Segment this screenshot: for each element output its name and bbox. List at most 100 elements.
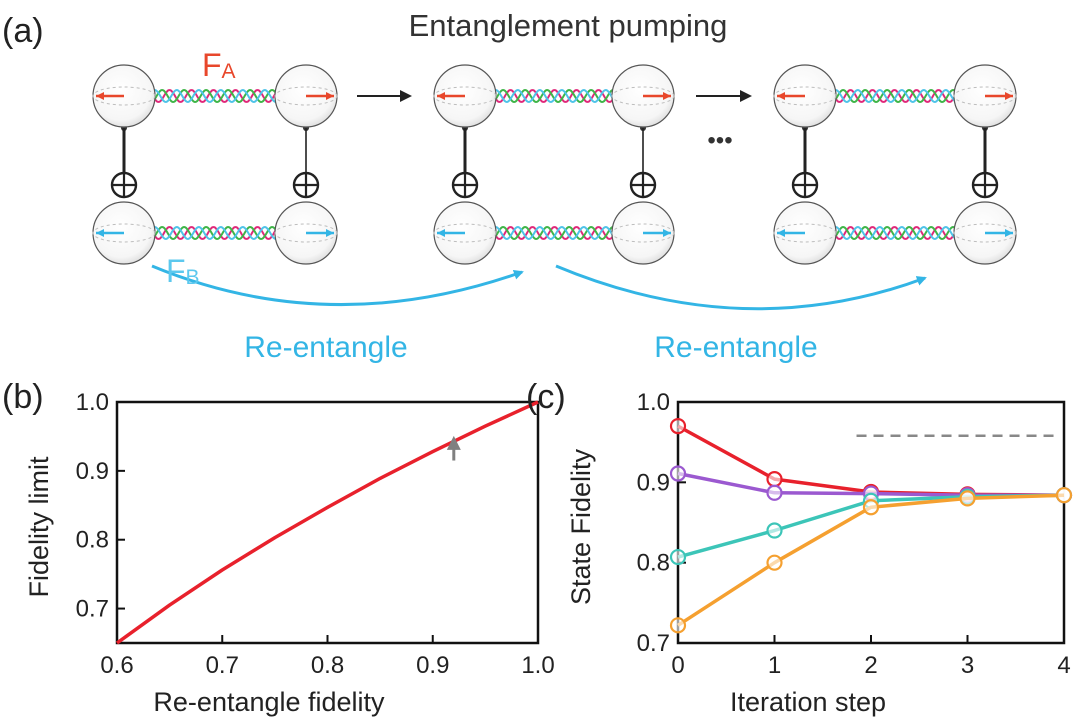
panel-a-title: Entanglement pumping <box>409 8 728 43</box>
series-3-point-1 <box>766 554 783 571</box>
qubit-a-right-1 <box>611 64 675 128</box>
cnot-left-1 <box>451 125 479 199</box>
x-tick-label: 1.0 <box>521 652 554 679</box>
helix-strand <box>152 88 278 104</box>
spin-arrow-head <box>663 92 671 100</box>
y-tick-label: 0.9 <box>637 469 670 496</box>
sphere-equator <box>773 223 837 243</box>
chart-c-xlabel: Iteration step <box>730 687 886 717</box>
helix-top-2 <box>833 88 957 104</box>
panel-c-label: (c) <box>526 378 566 416</box>
qubit-a-left-2 <box>773 64 837 128</box>
spin-arrow-head <box>326 92 334 100</box>
panel-a-label: (a) <box>2 12 44 50</box>
helix-strand <box>152 225 278 241</box>
chart-c-ylabel: State Fidelity <box>566 448 596 605</box>
series-3-point-2 <box>862 499 880 516</box>
helix-strand <box>833 88 957 104</box>
sphere-equator <box>773 86 837 106</box>
sphere-equator <box>611 223 675 243</box>
cnot-left-0 <box>110 125 138 199</box>
series-0-point-1 <box>766 471 783 488</box>
sphere-equator <box>611 86 675 106</box>
spin-arrow-head <box>777 92 785 100</box>
plot-frame <box>676 400 1066 645</box>
reentangle-label-1: Re-entangle <box>244 331 407 364</box>
y-tick-label: 0.7 <box>76 596 109 623</box>
pumping-diagram <box>92 64 1017 311</box>
reentangle-arrow-1 <box>151 264 524 306</box>
qubit-b-right-2 <box>953 201 1017 265</box>
y-tick-label: 1.0 <box>637 389 670 416</box>
x-tick-label: 1 <box>768 652 781 679</box>
sphere-equator <box>433 223 497 243</box>
qubit-b-right-1 <box>611 201 675 265</box>
sphere-equator <box>274 223 338 243</box>
series-2-point-1 <box>766 522 783 539</box>
x-tick-label: 0 <box>671 652 684 679</box>
annotation-arrow-head <box>446 435 461 450</box>
sphere-equator <box>953 223 1017 243</box>
sphere-equator <box>92 86 156 106</box>
spin-arrow-head <box>96 92 104 100</box>
spin-arrow-head <box>437 229 445 237</box>
cnot-right-1 <box>629 125 657 199</box>
x-tick-label: 0.6 <box>100 652 133 679</box>
stage-arrow-head <box>400 90 412 102</box>
sphere-equator <box>433 86 497 106</box>
helix-top-1 <box>493 88 615 104</box>
sphere-equator <box>953 86 1017 106</box>
qubit-a-left-1 <box>433 64 497 128</box>
series-1-point-1 <box>766 484 783 501</box>
x-tick-label: 0.8 <box>311 652 344 679</box>
x-tick-label: 0.7 <box>206 652 239 679</box>
y-tick-label: 0.8 <box>637 550 670 577</box>
series-2-point-0 <box>669 548 687 566</box>
x-tick-label: 0.9 <box>416 652 449 679</box>
helix-bottom-2 <box>833 225 957 241</box>
series-3-point-4 <box>1055 487 1073 504</box>
fa-label: FA <box>202 47 236 83</box>
qubit-b-left-2 <box>773 201 837 265</box>
x-tick-label: 3 <box>961 652 974 679</box>
helix-strand <box>152 88 278 104</box>
y-tick-label: 0.9 <box>76 458 109 485</box>
spin-arrow-head <box>663 229 671 237</box>
spin-arrow-head <box>326 229 334 237</box>
helix-top-0 <box>152 88 278 104</box>
helix-bottom-1 <box>493 225 615 241</box>
chart-b-xlabel: Re-entangle fidelity <box>153 687 385 717</box>
helix-strand <box>493 88 615 104</box>
series-line-0 <box>115 400 539 645</box>
ellipsis: ••• <box>707 127 732 154</box>
cnot-left-2 <box>791 125 819 199</box>
x-tick-label: 2 <box>864 652 877 679</box>
cnot-right-2 <box>971 125 999 199</box>
spin-arrow-head <box>777 229 785 237</box>
reentangle-arrow-2 <box>555 264 927 311</box>
fb-label: FB <box>166 253 200 289</box>
series-3-point-0 <box>669 617 687 634</box>
spin-arrow-head <box>1005 92 1013 100</box>
panel-a: (a) Entanglement pumping FA FB ••• Re-en… <box>2 8 1017 364</box>
stage-arrow-0 <box>357 90 412 102</box>
y-tick-label: 0.8 <box>76 527 109 554</box>
plot-frame <box>115 400 540 645</box>
qubit-a-right-0 <box>274 64 338 128</box>
qubit-b-left-1 <box>433 201 497 265</box>
helix-strand <box>152 225 278 241</box>
series-1-point-0 <box>669 465 687 482</box>
chart-b-ylabel: Fidelity limit <box>24 456 54 598</box>
spin-arrow-head <box>96 229 104 237</box>
series-3-point-3 <box>959 490 976 507</box>
qubit-b-right-0 <box>274 201 338 265</box>
cnot-right-0 <box>292 125 320 199</box>
stage-arrow-1 <box>696 90 752 102</box>
helix-strand <box>493 225 615 241</box>
stage-arrow-head <box>740 90 752 102</box>
